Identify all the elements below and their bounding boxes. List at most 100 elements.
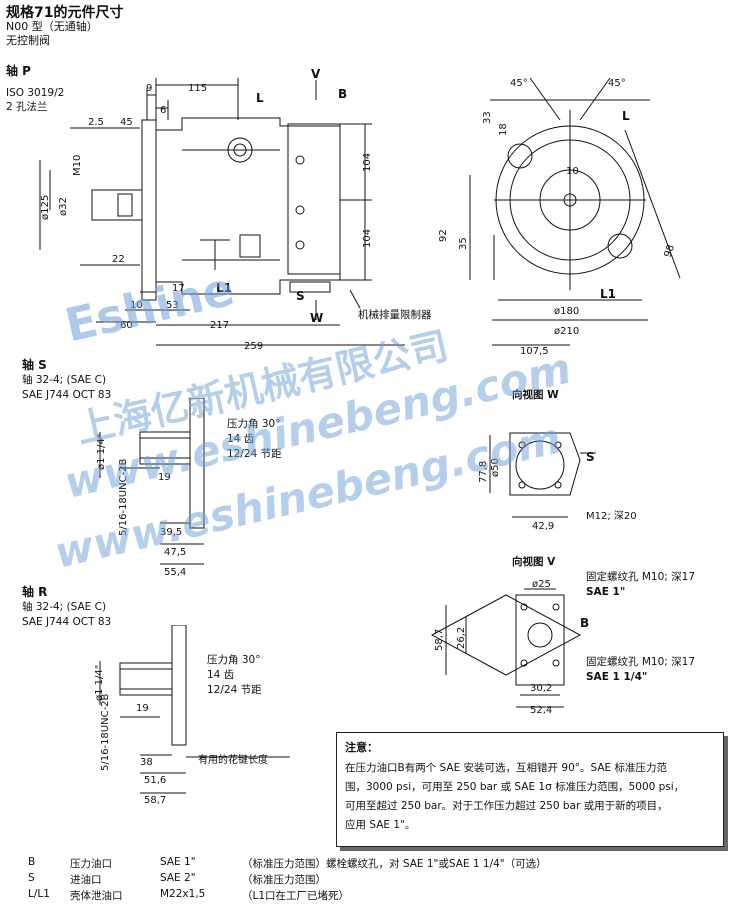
svg-text:45°: 45°: [608, 78, 626, 89]
svg-text:L: L: [256, 91, 264, 105]
svg-text:53: 53: [166, 300, 179, 311]
svg-text:V: V: [311, 67, 321, 81]
svg-text:17: 17: [172, 283, 185, 294]
svg-text:ø180: ø180: [554, 306, 579, 317]
svg-text:19: 19: [158, 472, 171, 483]
svg-text:M10: M10: [72, 155, 83, 176]
shaft-s-spec2: SAE J744 OCT 83: [22, 389, 112, 401]
svg-text:6: 6: [160, 105, 166, 116]
svg-text:30,2: 30,2: [530, 683, 552, 694]
svg-text:机械排量限制器: 机械排量限制器: [358, 308, 432, 321]
svg-text:22: 22: [112, 254, 125, 265]
svg-text:42,9: 42,9: [532, 521, 554, 532]
view-v-hole2: 固定螺纹孔 M10; 深17: [586, 656, 695, 668]
svg-text:77,8: 77,8: [478, 461, 489, 483]
svg-text:115: 115: [188, 83, 207, 94]
view-w-drawing: 77,8 ø50 42,9 M12; 深20 S: [478, 432, 637, 532]
shaft-s-spec1: 轴 32-4; (SAE C): [22, 374, 107, 386]
view-v-sae2: SAE 1 1/4": [586, 671, 648, 683]
svg-text:217: 217: [210, 320, 229, 331]
svg-text:M12; 深20: M12; 深20: [586, 510, 637, 522]
view-w-label: 向视图 W: [512, 389, 559, 401]
svg-text:ø1 1/4": ø1 1/4": [94, 665, 105, 701]
svg-text:ø125: ø125: [40, 195, 51, 220]
svg-text:10: 10: [566, 166, 579, 177]
flange-std: ISO 3019/2: [6, 87, 65, 99]
svg-text:47,5: 47,5: [164, 547, 186, 558]
legend-row: S 进油口 SAE 2" （标准压力范围）: [28, 872, 326, 886]
svg-text:35: 35: [458, 237, 469, 250]
svg-text:58,7: 58,7: [434, 629, 445, 651]
note-box: 注意： 在压力油口B有两个 SAE 安装可选，互相错开 90°。SAE 标准压力…: [336, 732, 724, 847]
svg-text:98: 98: [662, 243, 677, 259]
shaft-s-teeth: 14 齿: [227, 433, 255, 445]
page-title: 规格71的元件尺寸: [6, 5, 124, 21]
shaft-s-pitch: 12/24 节距: [227, 448, 282, 460]
shaft-p-label: 轴 P: [6, 64, 31, 78]
note-title: 注意：: [345, 741, 378, 754]
note-line: 应用 SAE 1"。: [345, 819, 416, 831]
svg-text:52,4: 52,4: [530, 705, 552, 715]
svg-text:107,5: 107,5: [520, 346, 549, 357]
shaft-r-pressure-angle: 压力角 30°: [207, 654, 261, 666]
svg-text:60: 60: [120, 320, 133, 331]
svg-text:W: W: [310, 311, 323, 325]
svg-text:18: 18: [498, 123, 509, 136]
side-view-drawing: 9 115 6 2.5 45 M10 ø125 ø32 22 17 10 53 …: [39, 67, 432, 352]
svg-text:9: 9: [146, 83, 152, 94]
view-v-label: 向视图 V: [512, 556, 556, 568]
svg-text:有用的花键长度: 有用的花键长度: [198, 753, 268, 766]
svg-text:2.5: 2.5: [88, 117, 104, 128]
shaft-r-pitch: 12/24 节距: [207, 684, 262, 696]
svg-text:38: 38: [140, 757, 153, 768]
svg-text:39,5: 39,5: [160, 527, 182, 538]
shaft-s-label: 轴 S: [22, 358, 47, 372]
shaft-s-pressure-angle: 压力角 30°: [227, 418, 281, 430]
legend-row: B 压力油口 SAE 1" （标准压力范围）螺栓螺纹孔，对 SAE 1"或SAE…: [28, 856, 547, 870]
flange-type: 2 孔法兰: [6, 101, 48, 113]
shaft-r-teeth: 14 齿: [207, 669, 235, 681]
svg-text:5/16-18UNC-2B: 5/16-18UNC-2B: [100, 693, 111, 771]
control-text: 无控制阀: [6, 34, 50, 47]
svg-text:104: 104: [362, 229, 373, 248]
shaft-s-drawing: ø1 1/4" 5/16-18UNC-2B 19 39,5 47,5 55,4: [96, 398, 205, 578]
svg-text:19: 19: [136, 703, 149, 714]
note-line: 在压力油口B有两个 SAE 安装可选，互相错开 90°。SAE 标准压力范: [345, 762, 668, 774]
svg-text:45: 45: [120, 117, 133, 128]
svg-text:L: L: [622, 109, 630, 123]
legend-row: L/L1 壳体泄油口 M22x1,5 （L1口在工厂已堵死）: [28, 888, 350, 902]
model-text: N00 型（无通轴）: [6, 20, 98, 33]
svg-text:92: 92: [438, 229, 449, 242]
svg-text:ø50: ø50: [490, 458, 501, 477]
svg-text:26,2: 26,2: [456, 627, 467, 649]
svg-text:B: B: [580, 616, 589, 630]
shaft-r-drawing: ø1 1/4" 5/16-18UNC-2B 19 38 51,6 58,7 有用…: [94, 625, 290, 806]
svg-text:L1: L1: [216, 281, 232, 295]
shaft-r-label: 轴 R: [22, 585, 48, 599]
view-v-drawing: ø25 58,7 26,2 30,2 52,4 B: [430, 579, 589, 715]
svg-text:58,7: 58,7: [144, 795, 166, 806]
svg-text:33: 33: [482, 111, 493, 124]
svg-text:51,6: 51,6: [144, 775, 166, 786]
svg-text:55,4: 55,4: [164, 567, 186, 578]
port-legend: B 压力油口 SAE 1" （标准压力范围）螺栓螺纹孔，对 SAE 1"或SAE…: [28, 856, 728, 904]
svg-text:ø1 1/4": ø1 1/4": [96, 434, 107, 470]
svg-text:ø32: ø32: [58, 197, 69, 216]
svg-text:ø25: ø25: [532, 579, 551, 590]
shaft-r-spec2: SAE J744 OCT 83: [22, 616, 112, 628]
svg-text:45°: 45°: [510, 78, 528, 89]
svg-text:10: 10: [130, 300, 143, 311]
note-line: 围，3000 psi，可用至 250 bar 或 SAE 1σ 标准压力范围，5…: [345, 781, 685, 793]
svg-text:L1: L1: [600, 287, 616, 301]
view-v-sae1: SAE 1": [586, 586, 626, 598]
svg-text:104: 104: [362, 153, 373, 172]
svg-text:S: S: [296, 289, 305, 303]
note-line: 可用至超过 250 bar。对于工作压力超过 250 bar 或用于新的项目，: [345, 800, 668, 812]
svg-text:ø210: ø210: [554, 326, 579, 337]
svg-text:259: 259: [244, 341, 263, 352]
view-v-hole1: 固定螺纹孔 M10; 深17: [586, 571, 695, 583]
shaft-r-spec1: 轴 32-4; (SAE C): [22, 601, 107, 613]
svg-text:5/16-18UNC-2B: 5/16-18UNC-2B: [118, 458, 129, 536]
front-view-drawing: 45° 45° 33 18 10 92 35 98 ø180 ø210 107,…: [438, 77, 681, 357]
svg-text:S: S: [586, 450, 595, 464]
